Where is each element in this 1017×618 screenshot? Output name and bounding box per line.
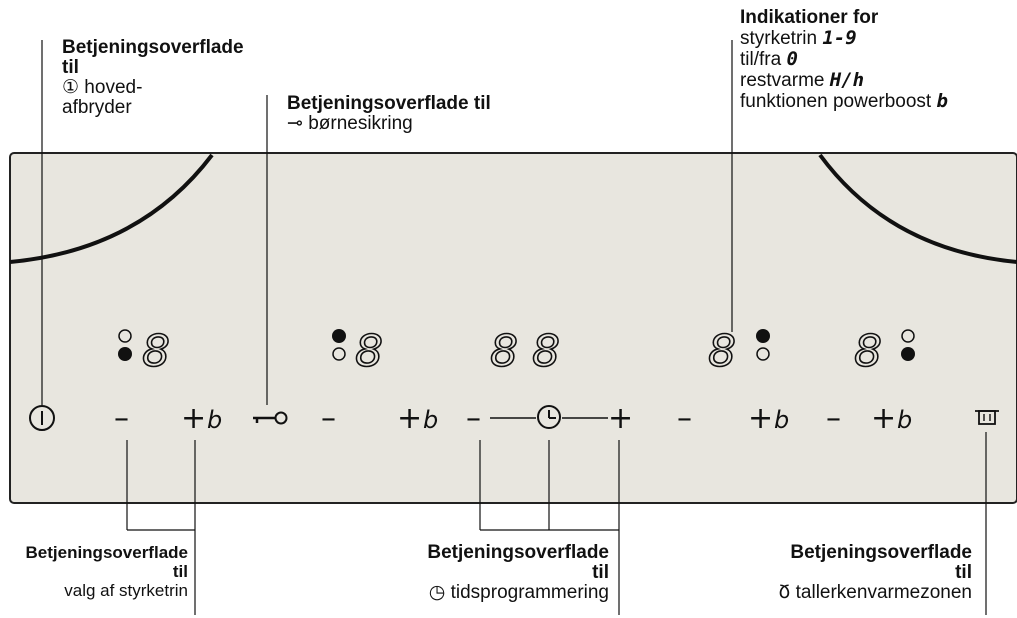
zone-dot-filled [332,329,346,343]
label-title: til [592,562,609,583]
label-title: Indikationer for [740,7,879,28]
label-title: Betjeningsoverflade [25,543,189,562]
plus-button[interactable]: + [181,401,206,436]
label-text: valg af styrketrin [64,581,188,600]
timer-minus-button[interactable]: – [466,401,481,436]
plate-warmer-icon[interactable] [975,410,999,425]
minus-button[interactable]: – [677,401,692,436]
key-lock-icon[interactable] [253,411,288,425]
zone-dot-filled [756,329,770,343]
display-digit: 8 [708,326,736,377]
label-title: til [62,57,79,78]
display-digit: 8 [142,326,170,377]
label-title: Betjeningsoverflade [790,542,972,563]
label-warming-zone: Betjeningsoverflade til Ჾ tallerkenvarme… [778,543,972,603]
minus-button[interactable]: – [114,401,129,436]
label-text: funktionen powerboost b [740,90,948,112]
label-title: Betjeningsoverflade [427,542,609,563]
boost-icon: b [207,406,222,434]
label-title: Betjeningsoverflade [62,37,244,58]
label-text: styrketrin 1-9 [740,27,857,49]
power-icon[interactable] [29,405,55,431]
label-text: ① hoved- [62,77,143,98]
plus-button[interactable]: + [397,401,422,436]
zone-dot-filled [901,347,915,361]
zone-dot-filled [118,347,132,361]
label-text: ◷ tidsprogrammering [428,582,609,603]
timer-plus-button[interactable]: + [608,401,633,436]
cooktop-glass-panel [9,152,1017,504]
label-text: til/fra 0 [740,48,798,70]
label-title: Betjeningsoverflade til [287,93,491,114]
zone-dot-open [118,329,132,343]
display-digit: 8 [490,326,518,377]
display-digit: 8 [355,326,383,377]
plus-button[interactable]: + [748,401,773,436]
zone-dot-open [756,347,770,361]
label-title: til [172,562,188,581]
label-text: Ჾ tallerkenvarmezonen [778,582,972,603]
label-text: ⊸ børnesikring [287,113,413,134]
boost-icon: b [897,406,912,434]
clock-icon[interactable] [537,405,561,429]
display-digit: 8 [532,326,560,377]
label-level-selection: Betjeningsoverflade til valg af styrketr… [26,543,189,600]
zone-dot-open [901,329,915,343]
plus-button[interactable]: + [871,401,896,436]
label-text: restvarme H/h [740,69,865,91]
display-digit: 8 [854,326,882,377]
boost-icon: b [774,406,789,434]
right-cooking-zone-arc [818,153,1017,264]
label-indicators: Indikationer for styrketrin 1-9 til/fra … [740,8,948,112]
minus-button[interactable]: – [321,401,336,436]
boost-icon: b [423,406,438,434]
label-timer: Betjeningsoverflade til ◷ tidsprogrammer… [427,543,609,603]
label-title: til [955,562,972,583]
label-child-lock: Betjeningsoverflade til ⊸ børnesikring [287,94,491,134]
label-text: afbryder [62,97,132,118]
label-main-switch: Betjeningsoverflade til ① hoved- afbryde… [62,38,244,118]
zone-dot-open [332,347,346,361]
minus-button[interactable]: – [826,401,841,436]
